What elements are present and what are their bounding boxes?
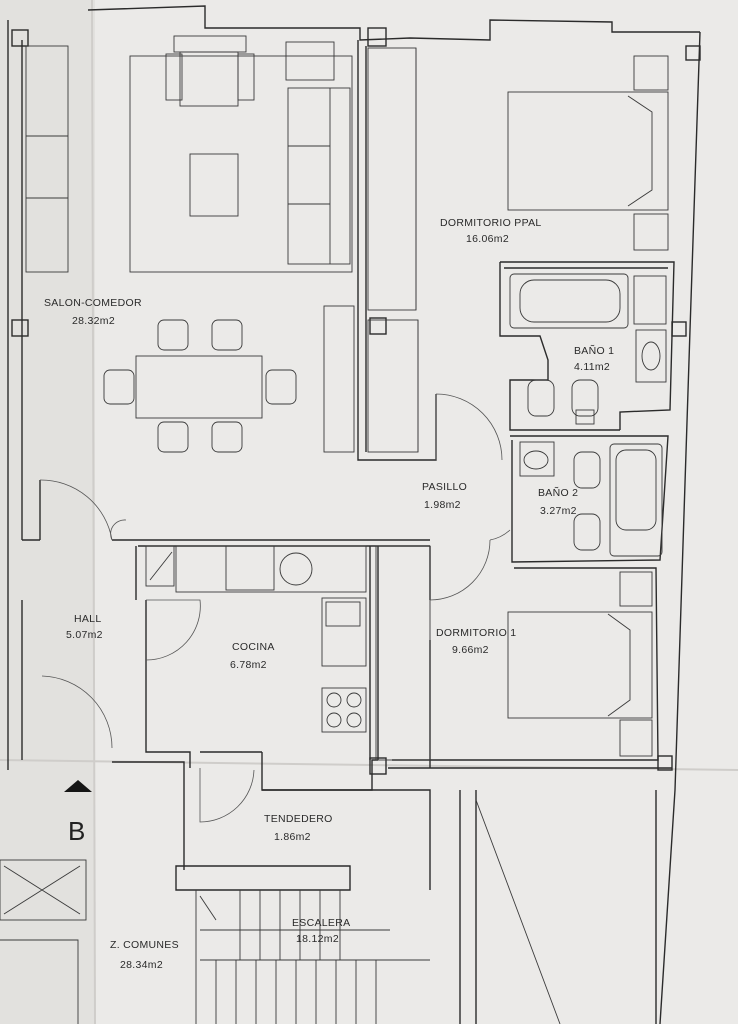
room-area-escalera: 18.12m2 [296, 933, 339, 945]
room-area-comunes: 28.34m2 [120, 959, 163, 971]
dormitorio1-furniture [375, 545, 653, 761]
room-name-escalera: ESCALERA [292, 917, 350, 929]
room-name-dormitorio-ppal: DORMITORIO PPAL [440, 217, 542, 229]
kitchen-fixtures [145, 545, 367, 733]
bath-fixtures [509, 273, 667, 557]
room-area-salon: 28.32m2 [72, 315, 115, 327]
room-area-bano2: 3.27m2 [540, 505, 577, 517]
room-name-dormitorio1: DORMITORIO 1 [436, 627, 516, 639]
section-arrow-icon [64, 780, 92, 792]
room-name-bano2: BAÑO 2 [538, 486, 578, 499]
room-name-hall: HALL [74, 613, 101, 625]
salon-furniture [25, 35, 355, 453]
room-name-tendedero: TENDEDERO [264, 813, 333, 825]
room-name-cocina: COCINA [232, 641, 275, 653]
room-name-comunes: Z. COMUNES [110, 939, 179, 951]
room-area-pasillo: 1.98m2 [424, 499, 461, 511]
room-area-bano1: 4.11m2 [574, 361, 610, 373]
section-marker: B [68, 816, 85, 846]
dormitorio-ppal-furniture [507, 55, 669, 251]
room-area-dormitorio-ppal: 16.06m2 [466, 233, 509, 245]
room-name-pasillo: PASILLO [422, 481, 467, 493]
room-area-dormitorio1: 9.66m2 [452, 644, 489, 656]
room-name-bano1: BAÑO 1 [574, 344, 614, 357]
room-area-tendedero: 1.86m2 [274, 831, 311, 843]
stair [0, 799, 561, 1024]
room-area-cocina: 6.78m2 [230, 659, 267, 671]
room-area-hall: 5.07m2 [66, 629, 103, 641]
room-labels: SALON-COMEDOR 28.32m2 DORMITORIO PPAL 16… [44, 217, 614, 971]
doors [39, 393, 511, 823]
room-name-salon: SALON-COMEDOR [44, 297, 142, 309]
